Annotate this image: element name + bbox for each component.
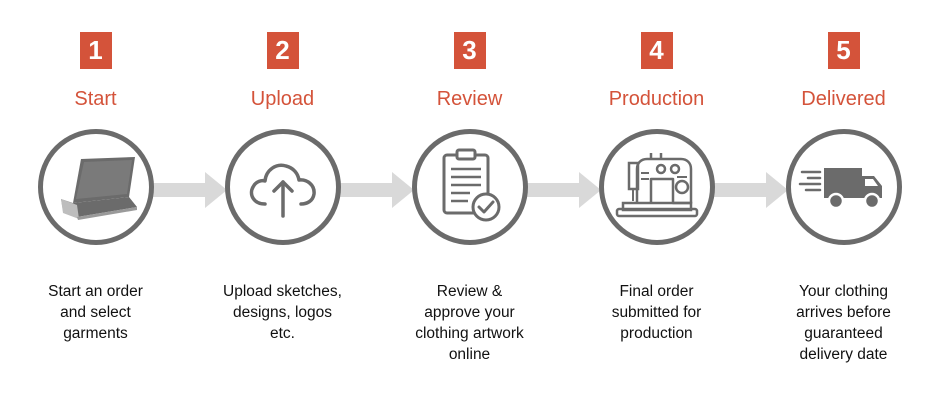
step-description: Upload sketches, designs, logos etc.	[223, 283, 342, 342]
step-number-badge: 4	[640, 32, 673, 69]
step-icon-circle	[785, 129, 902, 245]
sewing-machine-icon	[615, 153, 698, 218]
step-start: 1 Start Start an order and select garmen…	[2, 0, 189, 403]
step-review: 3 Review Review & approve your clothing …	[376, 0, 563, 403]
step-title: Upload	[250, 88, 315, 110]
step-title: Delivered	[801, 88, 886, 110]
arrow-4-to-5	[712, 172, 788, 208]
step-description: Your clothing arrives before guaranteed …	[796, 283, 891, 363]
step-title: Start	[74, 88, 117, 110]
delivery-truck-icon	[798, 168, 882, 210]
step-description: Final order submitted for production	[611, 283, 702, 342]
step-icon-circle	[411, 129, 528, 245]
laptop-icon	[60, 157, 137, 220]
step-delivered: 5 Delivered Your clothing arrives before…	[750, 0, 936, 403]
step-icon-circle	[37, 129, 154, 245]
step-number-badge: 5	[827, 32, 860, 69]
step-description: Review & approve your clothing artwork o…	[415, 283, 524, 363]
arrow-3-to-4	[525, 172, 601, 208]
clipboard-check-icon	[442, 148, 500, 222]
step-icon-circle	[224, 129, 341, 245]
step-title: Production	[608, 88, 705, 110]
cloud-upload-icon	[249, 163, 316, 218]
step-upload: 2 Upload Upload sketches, designs, logos…	[189, 0, 376, 403]
step-icon-circle	[598, 129, 715, 245]
arrow-1-to-2	[151, 172, 227, 208]
step-number-badge: 3	[453, 32, 486, 69]
step-description: Start an order and select garments	[48, 283, 143, 342]
arrow-2-to-3	[338, 172, 414, 208]
step-production: 4 Production Final order submitted for p…	[563, 0, 750, 403]
step-title: Review	[436, 88, 503, 110]
step-number-badge: 1	[79, 32, 112, 69]
step-number-badge: 2	[266, 32, 299, 69]
